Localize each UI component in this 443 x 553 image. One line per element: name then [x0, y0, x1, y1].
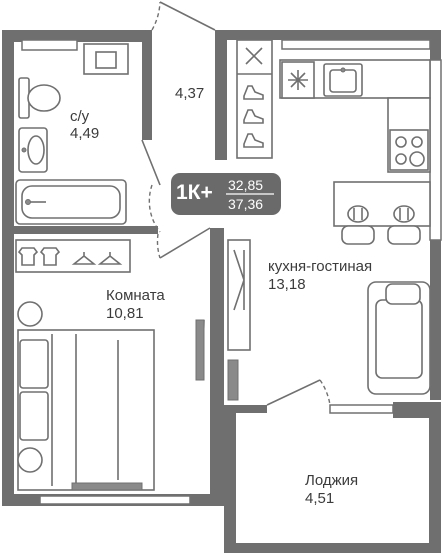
hall-area: 4,37: [175, 85, 205, 102]
badge-area-total: 37,36: [228, 196, 264, 212]
loggia-name: Лоджия: [305, 472, 359, 489]
bedroom-area: 10,81: [106, 305, 144, 322]
bedroom-name: Комната: [106, 287, 165, 304]
bathroom-area: 4,49: [70, 125, 100, 142]
sink-icon: [323, 63, 363, 97]
armchair-icon: [17, 301, 43, 473]
kitchen-area: 13,18: [268, 276, 306, 293]
bathtub-icon: [15, 179, 127, 225]
washbasin-icon: [18, 127, 48, 173]
badge-type: 1К+: [176, 181, 213, 204]
apartment-badge: [171, 173, 281, 215]
kitchen-name: кухня-гостиная: [268, 258, 373, 275]
hanger-icon: [71, 252, 123, 265]
shoe-rack: [236, 39, 273, 159]
loggia-area: 4,51: [305, 490, 335, 507]
shoes-icon: [243, 85, 264, 148]
dining-table: [333, 181, 431, 245]
tv-unit: [227, 239, 251, 401]
shirt-icon: [17, 247, 61, 266]
stove-icon: [389, 129, 429, 171]
kitchen-counter: [279, 59, 431, 173]
radiator: [71, 319, 205, 491]
toilet-icon: [18, 77, 61, 119]
sofa-icon: [367, 281, 431, 395]
bathroom-name: с/у: [70, 108, 90, 125]
fridge-icon: [281, 61, 315, 99]
badge-area-living: 32,85: [228, 177, 264, 193]
washer-icon: [83, 43, 129, 75]
walls: [2, 30, 442, 553]
wardrobe: [15, 239, 131, 273]
